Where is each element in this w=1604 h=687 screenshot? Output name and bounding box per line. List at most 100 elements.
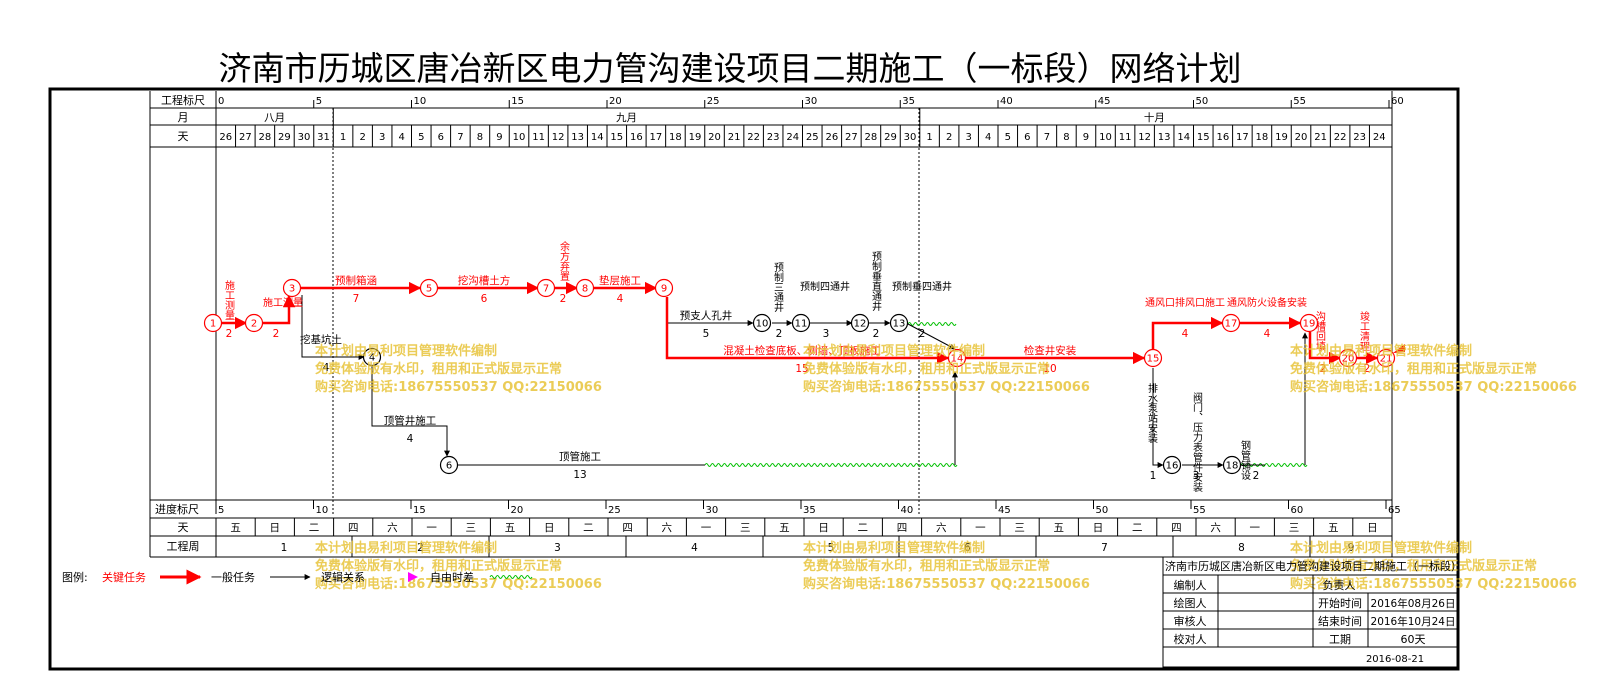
event-node (654, 278, 674, 298)
activity-duration: 2 (919, 328, 926, 340)
watermark-line: 免费体验版有水印，租用和正式版显示正常 (315, 558, 562, 574)
watermark-line: 免费体验版有水印，租用和正式版显示正常 (803, 558, 1050, 574)
event-node-number: 5 (426, 284, 432, 295)
weekday-label: 一 (426, 522, 437, 534)
day-label: 21 (1314, 132, 1327, 143)
day-label: 2 (359, 132, 365, 143)
weekday-label: 六 (662, 522, 673, 534)
watermark-line: 本计划由易利项目管理软件编制 (803, 540, 985, 556)
start-label: 开始时间 (1318, 596, 1362, 610)
editor-label: 编制人 (1174, 578, 1207, 592)
week-label: 1 (281, 542, 288, 554)
progress-tick-label: 55 (1193, 505, 1206, 516)
watermark-line: 本计划由易利项目管理软件编制 (315, 343, 497, 359)
activity-duration: 13 (573, 469, 586, 481)
event-node-number: 17 (1225, 319, 1238, 330)
event-node (850, 313, 870, 333)
event-node (791, 313, 811, 333)
day-label: 8 (1063, 132, 1069, 143)
day-label: 4 (985, 132, 991, 143)
day-label: 19 (1275, 132, 1288, 143)
progress-tick-label: 25 (608, 505, 621, 516)
week-label: 6 (964, 542, 971, 554)
weekday-label: 六 (936, 522, 947, 534)
day-label: 28 (259, 132, 272, 143)
legend-float-label: 自由时差 (430, 570, 474, 584)
event-node-number: 4 (369, 353, 375, 364)
day-label: 17 (650, 132, 663, 143)
week-label: 9 (1348, 542, 1355, 554)
event-node-number: 10 (756, 319, 769, 330)
activity-duration: 2 (776, 328, 783, 340)
activity-name: 顶管施工 (559, 450, 601, 463)
activity-duration: 2 (1320, 363, 1327, 375)
event-node-number: 21 (1380, 354, 1393, 365)
outer-frame (48, 87, 1460, 671)
event-node-number: 11 (795, 319, 808, 330)
day-label: 26 (825, 132, 838, 143)
week-label: 3 (554, 542, 561, 554)
event-node (1338, 348, 1358, 368)
watermark-line: 免费体验版有水印，租用和正式版显示正常 (803, 361, 1050, 377)
scale-tick-label: 35 (902, 96, 915, 107)
activity-duration: 2 (273, 328, 280, 340)
scale-tick-label: 20 (609, 96, 622, 107)
weekday-label: 日 (270, 522, 281, 534)
watermark-line: 购买咨询电话:18675550537 QQ:22150066 (1290, 576, 1577, 592)
activity-name: 通风口排风口施工 (1145, 296, 1225, 309)
free-float-lines (704, 322, 1308, 467)
progress-tick-label: 45 (998, 505, 1011, 516)
day-label: 24 (786, 132, 799, 143)
watermark: 本计划由易利项目管理软件编制 免费体验版有水印，租用和正式版显示正常 购买咨询电… (315, 343, 1577, 592)
activity-name: 垫层施工 (599, 274, 641, 287)
scale-top-label: 工程标尺 (161, 93, 205, 107)
event-node (203, 313, 223, 333)
activity-duration: 2 (226, 328, 233, 340)
event-node (1222, 455, 1242, 475)
title-block: 济南市历城区唐冶新区电力管沟建设项目二期施工（一标段） 编制人 负责人 绘图人 … (1162, 556, 1462, 668)
day-label: 15 (610, 132, 623, 143)
event-node (1162, 455, 1182, 475)
day-label: 9 (1083, 132, 1089, 143)
day-label: 16 (630, 132, 643, 143)
activity-duration: 4 (1182, 328, 1189, 340)
activity-name: 预制箱涵 (335, 274, 377, 287)
event-node (439, 455, 459, 475)
event-node-number: 19 (1303, 319, 1316, 330)
day-label: 29 (278, 132, 291, 143)
start-value: 2016年08月26日 (1371, 597, 1456, 610)
weekday-label: 日 (1367, 522, 1378, 534)
day-label: 25 (806, 132, 819, 143)
reviewer-label: 审核人 (1174, 614, 1207, 628)
scale-tick-label: 60 (1391, 96, 1404, 107)
event-node (1143, 348, 1163, 368)
weekday-label: 天 (178, 521, 189, 534)
day-label: 1 (340, 132, 346, 143)
scale-tick-label: 45 (1098, 96, 1111, 107)
activity-name: 顶管井施工 (384, 414, 437, 427)
owner-label: 负责人 (1323, 578, 1356, 592)
watermark-line: 本计划由易利项目管理软件编制 (1290, 540, 1472, 556)
day-label: 17 (1236, 132, 1249, 143)
activity-name: 余方弃置 (558, 240, 570, 281)
weekday-label: 六 (1210, 522, 1221, 534)
legend-float-line (489, 575, 533, 579)
day-label: 21 (728, 132, 741, 143)
activity-name: 施工测量 (263, 296, 303, 309)
progress-tick-label: 65 (1388, 505, 1401, 516)
day-label: 18 (1256, 132, 1269, 143)
weekday-label: 六 (387, 522, 398, 534)
progress-tick-label: 60 (1291, 505, 1304, 516)
weekday-label: 二 (858, 522, 869, 534)
event-node-number: 1 (210, 319, 216, 330)
event-node (282, 278, 302, 298)
scale-tick-label: 25 (707, 96, 720, 107)
day-label: 15 (1197, 132, 1210, 143)
activity-name: 混凝土检查底板、侧墙、顶板施工 (723, 344, 881, 357)
activity-duration: 2 (560, 293, 567, 305)
day-label: 27 (845, 132, 858, 143)
weekday-label: 四 (622, 522, 633, 534)
activity-duration: 2 (1253, 470, 1260, 482)
day-label: 6 (1024, 132, 1030, 143)
